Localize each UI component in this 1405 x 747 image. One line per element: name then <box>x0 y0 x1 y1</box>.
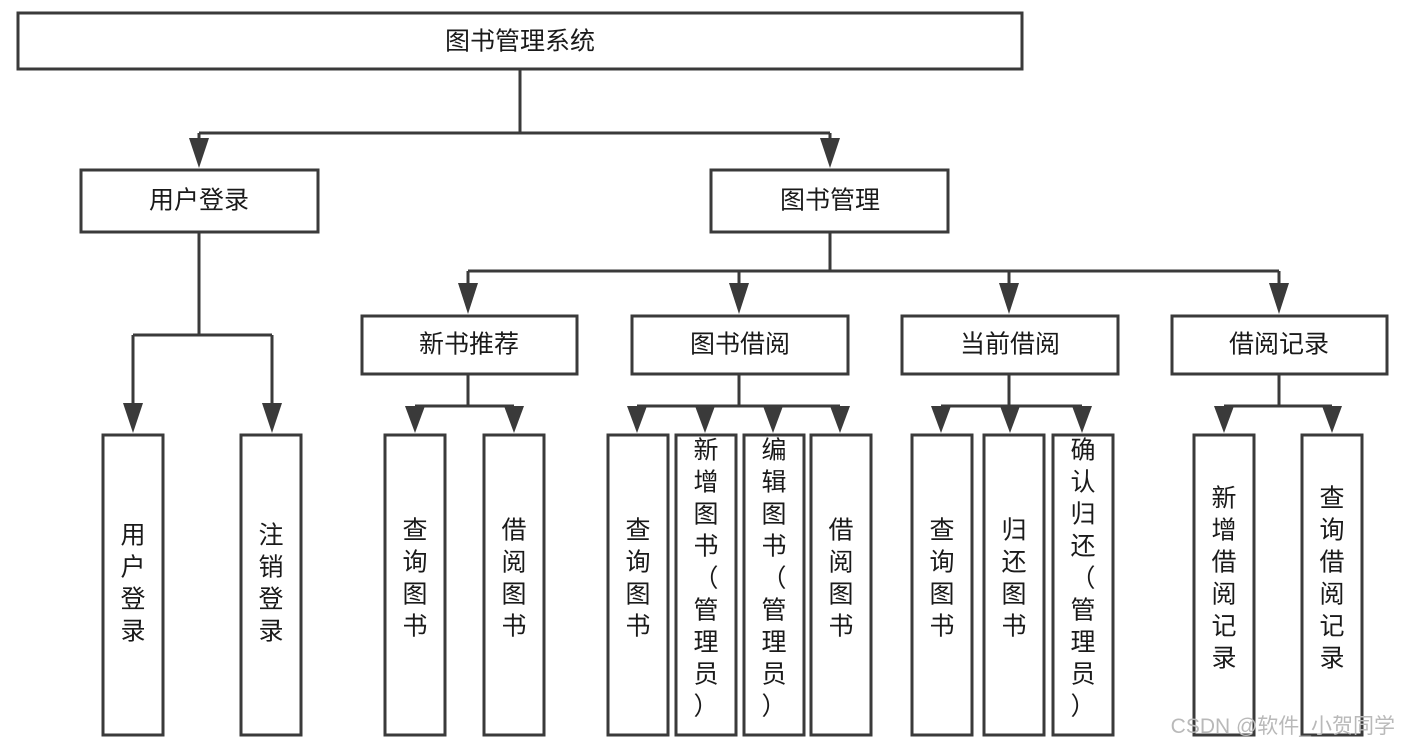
node-leaf-logout[interactable]: 注销登录 <box>239 433 303 737</box>
connector-layer <box>123 69 1342 433</box>
node-leaf-add-borrow-record-label: 新增借阅记录 <box>1211 485 1236 673</box>
node-new-book-recommend-label: 新书推荐 <box>419 331 519 359</box>
node-leaf-add-borrow-record-box[interactable] <box>1192 433 1256 737</box>
leaf-layer: 用户登录 注销登录 查询图书 借阅图书 查询图书 新增图书（管理员） <box>101 433 1364 737</box>
node-leaf-query-borrow-record-label: 查询借阅记录 <box>1319 485 1344 673</box>
node-user-login-label: 用户登录 <box>149 187 249 215</box>
node-user-login[interactable]: 用户登录 <box>79 168 320 234</box>
node-leaf-query-book-recommend[interactable]: 查询图书 <box>383 433 447 737</box>
arrow-head-leaf-confirm-return <box>1072 406 1092 433</box>
arrow-head-leaf-return-book <box>1000 406 1020 433</box>
node-leaf-user-login-label: 用户登录 <box>120 522 145 646</box>
node-book-manage-label: 图书管理 <box>780 187 880 215</box>
node-root-box[interactable] <box>16 11 1024 71</box>
node-leaf-query-book-recommend-label: 查询图书 <box>402 517 427 641</box>
node-leaf-confirm-return-box[interactable] <box>1051 433 1115 737</box>
node-leaf-query-borrow-record[interactable]: 查询借阅记录 <box>1300 433 1364 737</box>
node-leaf-query-book-borrow[interactable]: 查询图书 <box>606 433 670 737</box>
arrow-head-leaf-borrow-book <box>830 406 850 433</box>
node-book-borrow-box[interactable] <box>630 314 850 376</box>
node-leaf-edit-book-box[interactable] <box>742 433 806 737</box>
node-borrow-record-label: 借阅记录 <box>1229 331 1329 359</box>
arrow-head-leaf-user-login <box>123 403 143 433</box>
node-borrow-record-box[interactable] <box>1170 314 1389 376</box>
node-leaf-confirm-return[interactable]: 确认归还（管理员） <box>1051 433 1115 737</box>
node-leaf-borrow-book-recommend-label: 借阅图书 <box>501 517 526 641</box>
node-root-label: 图书管理系统 <box>445 28 595 56</box>
arrow-head-leaf-query-borrow-record <box>1322 406 1342 433</box>
node-leaf-query-book-current-label: 查询图书 <box>929 517 954 641</box>
node-leaf-user-login-box[interactable] <box>101 433 165 737</box>
arrow-head-book-manage <box>820 138 840 168</box>
node-leaf-confirm-return-label: 确认归还（管理员） <box>1070 437 1095 721</box>
node-leaf-add-book-label: 新增图书（管理员） <box>693 437 718 721</box>
arrow-head-leaf-query-book-borrow <box>627 406 647 433</box>
node-leaf-add-borrow-record[interactable]: 新增借阅记录 <box>1192 433 1256 737</box>
arrow-head-borrow-record <box>1269 283 1289 314</box>
node-leaf-return-book-label: 归还图书 <box>1001 517 1026 641</box>
node-root[interactable]: 图书管理系统 <box>16 11 1024 71</box>
node-book-manage[interactable]: 图书管理 <box>709 168 950 234</box>
node-book-manage-box[interactable] <box>709 168 950 234</box>
node-current-borrow-label: 当前借阅 <box>960 331 1060 359</box>
arrow-head-current-borrow <box>999 283 1019 314</box>
node-leaf-edit-book[interactable]: 编辑图书（管理员） <box>742 433 806 737</box>
node-new-book-recommend[interactable]: 新书推荐 <box>360 314 579 376</box>
arrow-head-leaf-logout <box>262 403 282 433</box>
arrow-head-new-book-recommend <box>458 283 478 314</box>
node-leaf-add-book-box[interactable] <box>674 433 738 737</box>
node-leaf-edit-book-label: 编辑图书（管理员） <box>761 437 786 721</box>
node-leaf-return-book-box[interactable] <box>982 433 1046 737</box>
node-leaf-query-book-borrow-label: 查询图书 <box>625 517 650 641</box>
node-leaf-query-book-recommend-box[interactable] <box>383 433 447 737</box>
node-leaf-logout-box[interactable] <box>239 433 303 737</box>
node-leaf-query-book-current[interactable]: 查询图书 <box>910 433 974 737</box>
node-user-login-box[interactable] <box>79 168 320 234</box>
node-leaf-logout-label: 注销登录 <box>258 522 283 646</box>
arrow-head-leaf-add-book <box>695 406 715 433</box>
node-new-book-recommend-box[interactable] <box>360 314 579 376</box>
node-leaf-borrow-book[interactable]: 借阅图书 <box>809 433 873 737</box>
node-leaf-user-login[interactable]: 用户登录 <box>101 433 165 737</box>
node-leaf-query-book-borrow-box[interactable] <box>606 433 670 737</box>
arrow-head-leaf-edit-book <box>763 406 783 433</box>
node-leaf-borrow-book-label: 借阅图书 <box>828 517 853 641</box>
node-borrow-record[interactable]: 借阅记录 <box>1170 314 1389 376</box>
node-leaf-return-book[interactable]: 归还图书 <box>982 433 1046 737</box>
csdn-watermark: CSDN @软件_小贺同学 <box>1171 715 1395 738</box>
node-current-borrow-box[interactable] <box>900 314 1120 376</box>
node-leaf-query-book-current-box[interactable] <box>910 433 974 737</box>
arrow-head-leaf-query-book-current <box>931 406 951 433</box>
node-book-borrow[interactable]: 图书借阅 <box>630 314 850 376</box>
arrow-head-book-borrow <box>729 283 749 314</box>
node-leaf-borrow-book-box[interactable] <box>809 433 873 737</box>
node-leaf-query-borrow-record-box[interactable] <box>1300 433 1364 737</box>
node-leaf-borrow-book-recommend[interactable]: 借阅图书 <box>482 433 546 737</box>
node-leaf-add-book[interactable]: 新增图书（管理员） <box>674 433 738 737</box>
node-book-borrow-label: 图书借阅 <box>690 331 790 359</box>
arrow-head-user-login <box>189 138 209 168</box>
arrow-head-leaf-add-borrow-record <box>1214 406 1234 433</box>
node-leaf-borrow-book-recommend-box[interactable] <box>482 433 546 737</box>
arrow-head-leaf-query-book-recommend <box>405 406 425 433</box>
arrow-head-leaf-borrow-book-recommend <box>504 406 524 433</box>
node-current-borrow[interactable]: 当前借阅 <box>900 314 1120 376</box>
